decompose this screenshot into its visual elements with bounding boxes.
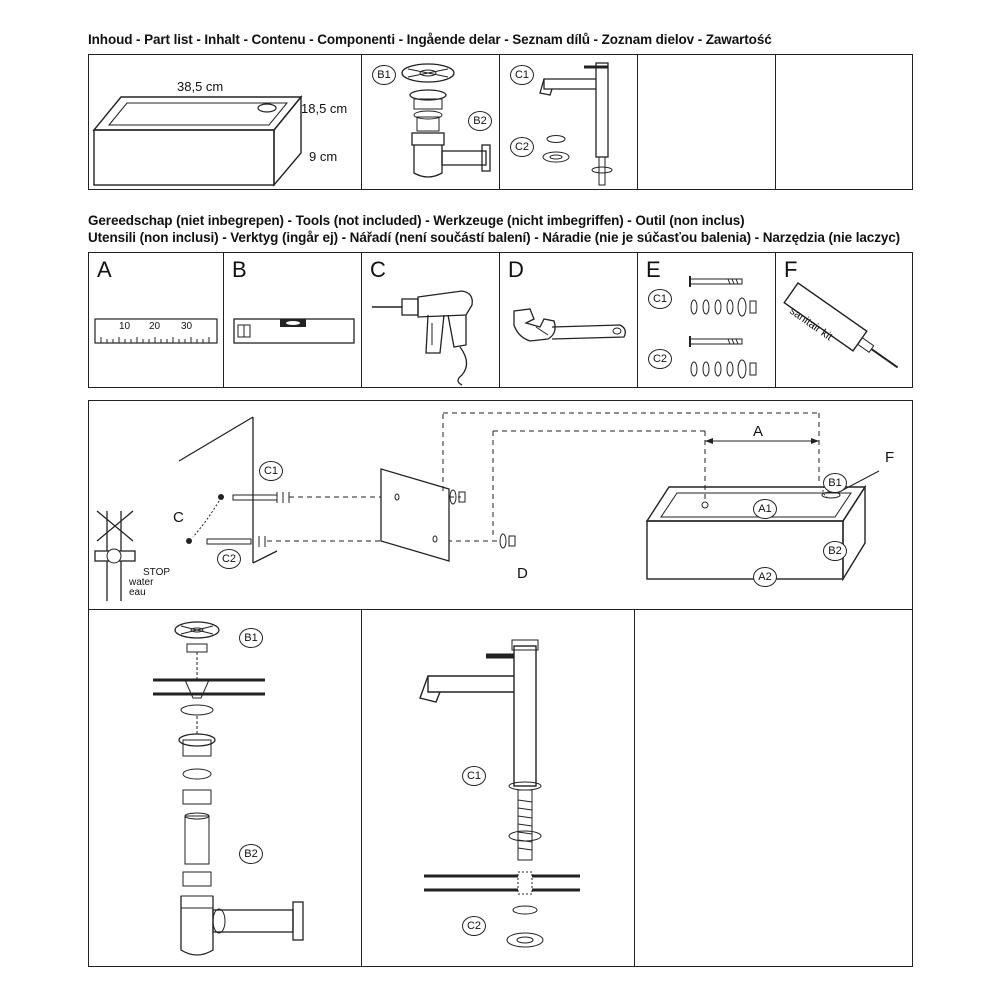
assembly-tap: C1 C2: [361, 610, 634, 966]
assembly-empty: [634, 610, 912, 966]
kit-label-c2: C2: [648, 349, 672, 369]
assembly-label-b1: B1: [239, 628, 263, 648]
basin-drawing: [92, 95, 303, 187]
basin-depth-label: 18,5 cm: [301, 101, 348, 116]
mounting-drawing: [94, 412, 880, 601]
assembly-box: B1 B2 C1 C2: [88, 609, 913, 967]
tools-box: A 10 20 30 B: [88, 252, 913, 388]
mount-label-f: F: [885, 449, 895, 466]
basin-height-label: 9 cm: [309, 149, 338, 164]
tap-assembly-drawing: [419, 639, 580, 948]
sealant-tube-icon: [783, 282, 899, 369]
eau-text: eau: [129, 587, 146, 598]
tap-drawing: [539, 62, 613, 186]
ruler-tick-30: 30: [181, 321, 193, 332]
tap-label-c2: C2: [510, 137, 534, 157]
assembly-label-b2: B2: [239, 844, 263, 864]
assembly-drain: B1 B2: [89, 610, 361, 966]
parts-list-box: 38,5 cm 18,5 cm 9 cm B1 B2: [88, 54, 913, 190]
basin-width-label: 38,5 cm: [177, 79, 224, 94]
mount-label-a: A: [753, 423, 764, 440]
part-empty-1: [637, 55, 775, 189]
mount-label-c2: C2: [217, 549, 241, 569]
tool-letter-c: C: [370, 257, 386, 282]
tool-b: B: [223, 253, 361, 387]
tool-f: F sanitair kit: [775, 253, 914, 387]
drain-label-b1: B1: [372, 65, 396, 85]
tools-header-line1: Gereedschap (niet inbegrepen) - Tools (n…: [88, 213, 745, 228]
ruler-tick-10: 10: [119, 321, 131, 332]
spirit-level-icon: [233, 318, 355, 344]
mount-label-c: C: [173, 509, 184, 526]
parts-list-header: Inhoud - Part list - Inhalt - Contenu - …: [88, 32, 772, 47]
water-text: water: [129, 577, 154, 588]
part-basin: 38,5 cm 18,5 cm 9 cm: [89, 55, 361, 189]
tool-c: C: [361, 253, 499, 387]
tool-e: E: [637, 253, 775, 387]
part-empty-2: [775, 55, 914, 189]
ruler-tick-20: 20: [149, 321, 161, 332]
mounting-box: C C1 C2 D A F B1 A1 B2 A2 STOP water eau: [88, 400, 913, 610]
tool-letter-b: B: [232, 257, 247, 282]
kit-label-c1: C1: [648, 289, 672, 309]
tap-label-c1: C1: [510, 65, 534, 85]
mount-label-a2: A2: [753, 567, 777, 587]
tool-d: D: [499, 253, 637, 387]
assembly-label-c1: C1: [462, 766, 486, 786]
drill-icon: [372, 290, 473, 386]
part-drain: B1 B2: [361, 55, 499, 189]
assembly-label-c2: C2: [462, 916, 486, 936]
part-tap: C1 C2: [499, 55, 637, 189]
fixing-kit-icon: [689, 276, 757, 379]
drain-assembly-drawing: [153, 621, 304, 956]
ruler-icon: [94, 318, 218, 344]
mount-label-b2: B2: [823, 541, 847, 561]
stop-text: STOP: [143, 567, 171, 578]
mount-label-a1: A1: [753, 499, 777, 519]
mount-label-c1: C1: [259, 461, 283, 481]
tool-letter-d: D: [508, 257, 524, 282]
tool-a: A 10 20 30: [89, 253, 223, 387]
tool-letter-a: A: [97, 257, 112, 282]
tool-letter-e: E: [646, 257, 661, 282]
drain-label-b2: B2: [468, 111, 492, 131]
mount-label-b1: B1: [823, 473, 847, 493]
drain-drawing: [401, 63, 491, 178]
tool-letter-f: F: [784, 257, 798, 282]
tools-header-line2: Utensili (non inclusi) - Verktyg (ingår …: [88, 230, 901, 245]
wrench-icon: [513, 308, 626, 342]
mount-label-d: D: [517, 565, 528, 582]
